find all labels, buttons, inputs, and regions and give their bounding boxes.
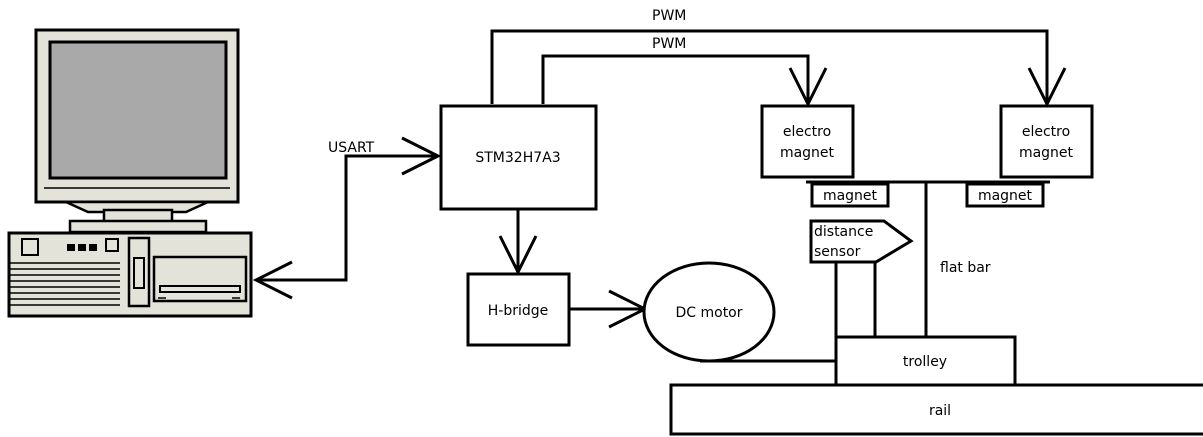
magnet-left-box <box>810 182 890 208</box>
electromagnet-left-label-2: magnet <box>780 145 835 161</box>
trolley-label: trolley <box>903 354 947 370</box>
mcu-label: STM32H7A3 <box>475 150 560 166</box>
hbridge-arrow <box>498 235 538 276</box>
electromagnet-left-box <box>760 104 855 179</box>
electromagnet-right-label-1: electro <box>1022 124 1070 140</box>
distance-sensor-label-1: distance <box>814 224 873 240</box>
hbridge-label: H-bridge <box>488 303 549 319</box>
electromagnet-left-label-1: electro <box>783 124 831 140</box>
usart-wire <box>256 154 438 282</box>
usart-label: USART <box>328 140 375 156</box>
flat-bar-label: flat bar <box>940 260 991 276</box>
monitor-screen <box>48 40 228 180</box>
dc-motor-ellipse <box>642 261 776 363</box>
sensor-cable-right <box>873 262 926 339</box>
monitor-base <box>68 219 208 234</box>
electromagnet-right-box <box>999 104 1094 179</box>
computer-icon <box>7 28 253 318</box>
distance-sensor-label-2: sensor <box>814 244 861 260</box>
pwm-arrow-right-magnet <box>1027 67 1067 108</box>
electromagnet-right-label-2: magnet <box>1019 145 1074 161</box>
rail-label: rail <box>929 403 951 419</box>
power-button-icon <box>21 238 39 256</box>
mcu-box <box>439 104 598 211</box>
pwm-wire-top <box>490 29 1049 104</box>
pwm-arrow-left-magnet <box>788 67 828 108</box>
usart-arrow-to-mcu <box>401 136 442 176</box>
magnet-right-label: magnet <box>978 188 1033 204</box>
pwm-inner-label: PWM <box>652 36 686 52</box>
usart-arrow-to-pc <box>252 260 293 300</box>
pwm-wire-inner <box>541 54 810 104</box>
optical-drive-icon <box>152 255 248 303</box>
hbridge-box <box>466 272 571 347</box>
dc-motor-label: DC motor <box>675 305 742 321</box>
rail-box <box>669 383 1203 436</box>
pwm-top-label: PWM <box>652 8 686 24</box>
magnet-left-label: magnet <box>823 188 878 204</box>
magnet-right-box <box>965 182 1045 208</box>
distance-sensor-shape <box>809 219 914 264</box>
